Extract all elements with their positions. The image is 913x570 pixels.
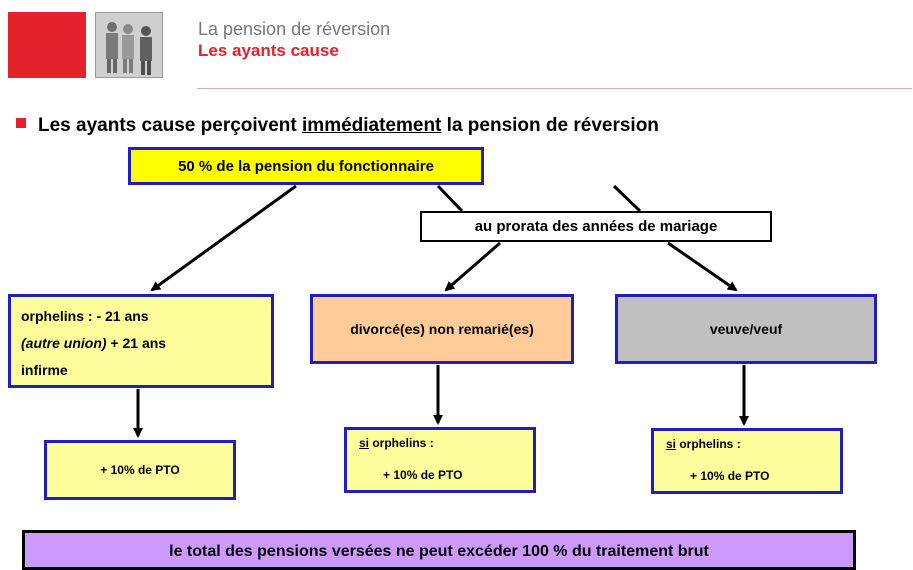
- pto-right-value: + 10% de PTO: [690, 469, 770, 483]
- prorata-box: au prorata des années de mariage: [420, 211, 772, 242]
- pension-share-box: 50 % de la pension du fonctionnaire: [128, 147, 484, 185]
- people-photo: [95, 12, 163, 78]
- pto-middle-condition: si orphelins :: [359, 436, 434, 450]
- pto-middle-value: + 10% de PTO: [383, 468, 463, 482]
- header-title: La pension de réversion: [198, 19, 391, 39]
- pto-right-si: si: [666, 437, 677, 451]
- orphans-over-21: + 21 ans: [106, 335, 167, 351]
- pto-middle-label: orphelins :: [369, 436, 434, 450]
- heading-before: Les ayants cause perçoivent: [38, 115, 303, 136]
- orphans-line-3: infirme: [21, 362, 68, 378]
- brand-red-block: [8, 12, 86, 78]
- pto-middle-si: si: [359, 436, 370, 450]
- orphans-box: orphelins : - 21 ans (autre union) + 21 …: [8, 294, 274, 388]
- orphans-line-2: (autre union) + 21 ans: [21, 330, 166, 357]
- header-divider: [197, 88, 912, 89]
- orphans-line-1: orphelins : - 21 ans: [21, 308, 149, 324]
- pto-left-box: + 10% de PTO: [44, 440, 236, 500]
- orphans-other-union: (autre union): [21, 335, 107, 351]
- header-subtitle: Les ayants cause: [198, 41, 339, 60]
- pto-right-condition: si orphelins :: [666, 437, 741, 451]
- pto-middle-box: si orphelins : + 10% de PTO: [344, 427, 536, 493]
- bullet-icon: [16, 118, 26, 128]
- pto-right-box: si orphelins : + 10% de PTO: [651, 428, 843, 494]
- heading-underlined: immédiatement: [302, 115, 442, 136]
- pto-right-label: orphelins :: [676, 437, 741, 451]
- total-limit-box: le total des pensions versées ne peut ex…: [22, 530, 856, 570]
- section-heading: Les ayants cause perçoivent immédiatemen…: [38, 115, 659, 137]
- heading-after: la pension de réversion: [441, 115, 659, 136]
- widow-box: veuve/veuf: [615, 294, 877, 364]
- divorced-box: divorcé(es) non remarié(es): [310, 294, 574, 364]
